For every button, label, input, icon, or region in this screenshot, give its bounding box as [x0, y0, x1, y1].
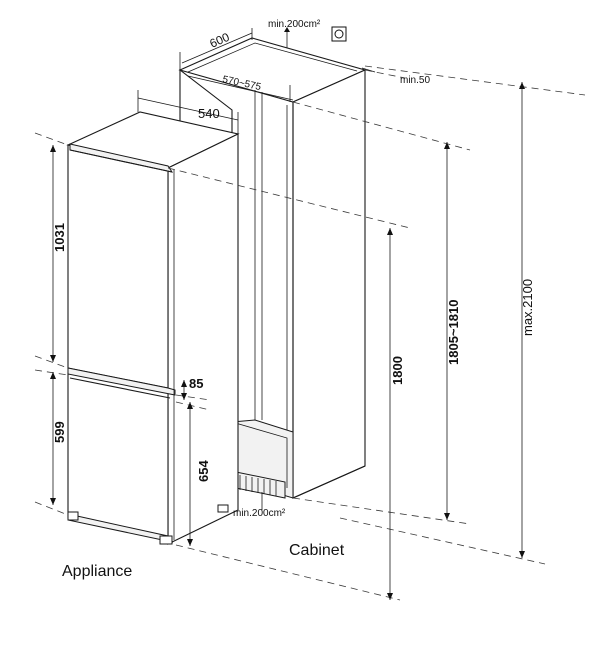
dim-max-2100: max.2100 [520, 279, 535, 336]
ventilation-symbol-icon [331, 26, 347, 42]
bottom-vent-grille [235, 471, 286, 499]
dim-540: 540 [198, 106, 220, 121]
appliance-label: Appliance [62, 563, 133, 580]
dim-bottom-vent: min.200cm² [233, 508, 286, 519]
lower-door [67, 372, 169, 541]
upper-door [67, 144, 169, 389]
dim-1800: 1800 [390, 356, 405, 385]
appliance-drawing [66, 111, 240, 545]
cabinet-label: Cabinet [289, 542, 345, 559]
dimension-lines [50, 27, 525, 600]
dim-654: 654 [196, 460, 211, 482]
dim-85: 85 [189, 376, 203, 391]
dim-600: 600 [208, 30, 232, 51]
dim-1805-1810: 1805~1810 [446, 300, 461, 365]
dim-top-vent: min.200cm² [268, 19, 321, 30]
dim-min-50: min.50 [400, 75, 430, 86]
cabinet-right-side [292, 69, 366, 499]
dim-1031: 1031 [52, 223, 67, 252]
dim-599: 599 [52, 421, 67, 443]
extension-lines [34, 65, 586, 601]
